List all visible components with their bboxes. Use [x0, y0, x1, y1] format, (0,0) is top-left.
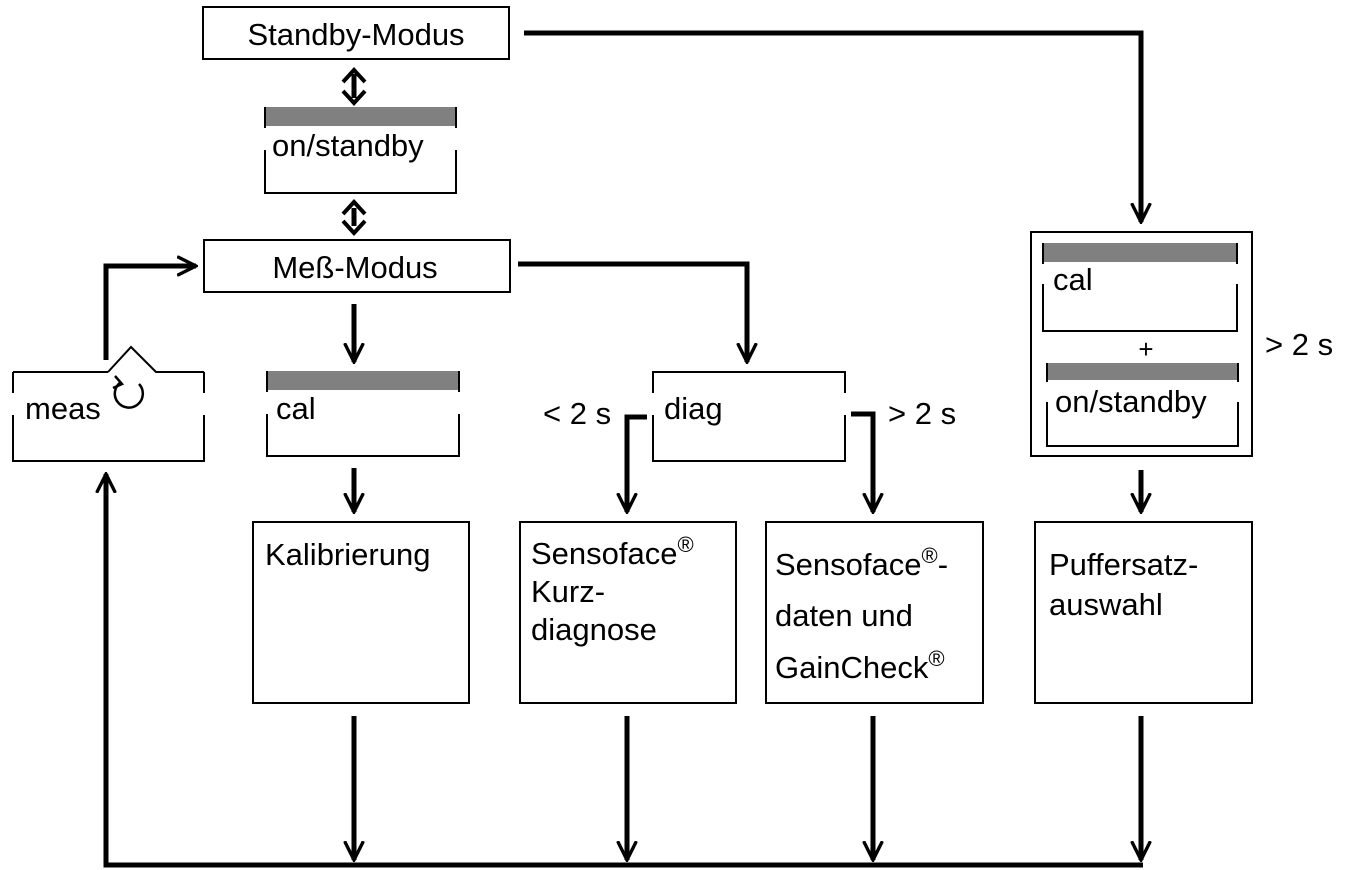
combo-on-standby-gap-r: [1235, 382, 1240, 402]
on-standby-key-label: on/standby: [272, 128, 424, 163]
meas-key-notch: [107, 345, 204, 373]
diag-key-gap-l: [651, 393, 656, 415]
on-standby-key-bar: [264, 107, 456, 126]
registered-mark: ®: [928, 646, 944, 671]
long-press-label: > 2 s: [888, 396, 956, 431]
arrow-standby-to-combo: [524, 30, 1141, 222]
double-arrow-top-head-up: [341, 67, 367, 84]
on-standby-key-gap-l: [263, 128, 268, 150]
combo-cal-bar: [1042, 243, 1237, 262]
double-arrow-mid-head-down: [341, 219, 367, 236]
on-standby-key[interactable]: on/standby: [263, 107, 458, 194]
cal-key-label: cal: [276, 391, 316, 426]
loop-line-meas-to-measure: [103, 266, 196, 360]
meas-key-gap-l: [11, 393, 16, 415]
combo-on-standby-gap-l: [1045, 382, 1050, 402]
sensoface-data-line-2: daten und: [775, 598, 913, 633]
double-arrow-mid-head-up: [341, 199, 367, 216]
cal-key-gap-l: [265, 392, 270, 414]
cal-key[interactable]: cal: [265, 371, 461, 457]
buffer-selection-line-1: Puffersatz-: [1049, 547, 1198, 582]
cal-key-bar: [266, 371, 459, 390]
sensoface-data-box: [765, 521, 984, 704]
measure-mode-label: Meß-Modus: [272, 250, 437, 285]
standby-mode-label: Standby-Modus: [247, 17, 464, 52]
sensoface-short-line-1: Sensoface®: [531, 532, 694, 571]
combo-outer-frame: [1030, 231, 1253, 457]
diag-key-outline: [652, 371, 846, 462]
bottom-return-bus: [106, 474, 1143, 868]
combo-cal-label: cal: [1053, 262, 1093, 297]
on-standby-key-gap-r: [453, 128, 458, 150]
meas-key-gap-r: [201, 393, 206, 415]
combo-on-standby-key[interactable]: on/standby: [1045, 363, 1240, 447]
key-combination-box: cal + on/standby: [1030, 231, 1253, 457]
combo-on-standby-bar: [1046, 363, 1238, 380]
short-press-label: < 2 s: [543, 396, 611, 431]
meas-key-label: meas: [25, 391, 101, 426]
registered-mark: ®: [922, 543, 938, 568]
registered-mark: ®: [678, 532, 694, 557]
diag-key-gap-r: [842, 393, 847, 415]
buffer-selection-line-2: auswahl: [1049, 587, 1163, 622]
cal-key-gap-r: [456, 392, 461, 414]
combo-on-standby-label: on/standby: [1055, 384, 1207, 419]
sensoface-short-box: [519, 521, 737, 704]
combo-cal-gap-l: [1041, 264, 1046, 284]
arrow-diag-long: [851, 411, 873, 512]
meas-key-outline: [12, 372, 205, 462]
diag-key-label: diag: [664, 391, 723, 426]
standby-mode-box: [202, 6, 510, 60]
combo-cal-gap-r: [1234, 264, 1239, 284]
arrow-measure-to-diag: [518, 261, 747, 362]
double-arrow-top-head-down: [341, 89, 367, 106]
loop-icon: [113, 380, 145, 409]
arrow-diag-short: [627, 414, 647, 512]
meas-key[interactable]: meas: [11, 345, 206, 462]
loop-icon-head: [112, 375, 125, 390]
sensoface-short-line-2: Kurz-: [531, 574, 605, 609]
measure-mode-box: [203, 239, 511, 293]
combo-plus: +: [1138, 334, 1153, 364]
combo-press-label: > 2 s: [1265, 327, 1333, 362]
calibration-box: [252, 521, 470, 704]
combo-cal-key[interactable]: cal: [1041, 243, 1239, 332]
sensoface-short-line-3: diagnose: [531, 612, 657, 647]
sensoface-data-line-1: Sensoface®-: [775, 543, 948, 582]
sensoface-data-line-3: GainCheck®: [775, 646, 945, 685]
buffer-selection-box: [1034, 521, 1253, 704]
diag-key[interactable]: diag: [651, 371, 847, 462]
calibration-label: Kalibrierung: [265, 537, 430, 572]
